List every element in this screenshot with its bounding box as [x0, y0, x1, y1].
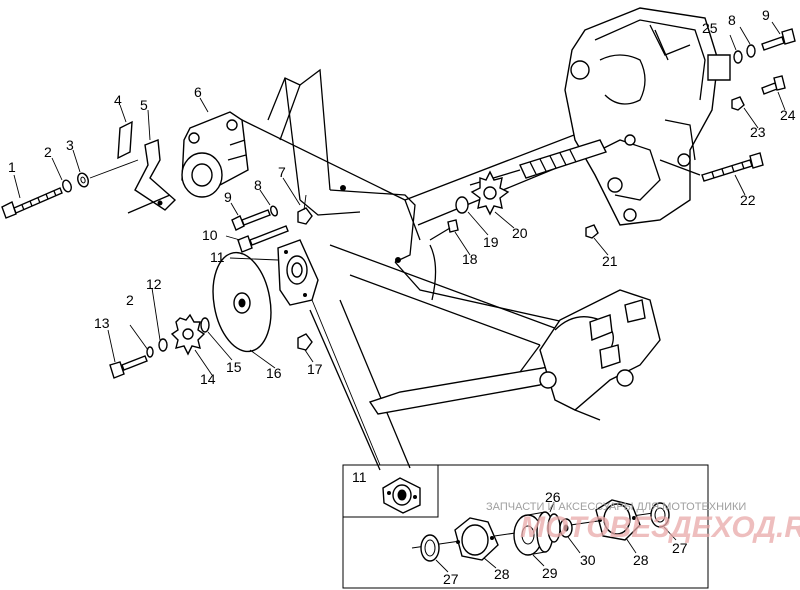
inset-callout-30: 30 — [580, 552, 596, 568]
nut-17 — [297, 333, 313, 351]
washer-3 — [77, 172, 89, 188]
foot-bracket — [368, 289, 661, 421]
callout-2: 2 — [44, 144, 52, 160]
washer-8-left — [270, 205, 278, 217]
callout-4: 4 — [114, 92, 122, 108]
washer-8-right — [746, 44, 756, 58]
watermark-logo: МОТОВЕЗДЕХОД.RU — [520, 511, 800, 544]
callout-16: 16 — [266, 365, 282, 381]
housing-6 — [181, 111, 249, 198]
callout-21: 21 — [602, 253, 618, 269]
nut-21 — [585, 224, 599, 239]
callout-8: 8 — [254, 177, 262, 193]
washer-25 — [733, 50, 743, 64]
callout-15: 15 — [226, 359, 242, 375]
bolt-22 — [701, 152, 764, 182]
bracket-5 — [134, 139, 177, 211]
bolt-18 — [429, 219, 459, 241]
nut-23 — [731, 96, 745, 111]
inset-detail: 11 — [342, 464, 800, 589]
leader-lines — [13, 21, 786, 466]
inset-callout-11: 11 — [352, 469, 367, 485]
washer-19 — [455, 196, 469, 214]
sprocket-14 — [170, 313, 206, 356]
bolt-9-left — [231, 209, 271, 231]
bolt-1 — [1, 187, 63, 219]
callout-9: 9 — [224, 189, 232, 205]
callout-18: 18 — [462, 251, 478, 267]
inset-callout-29: 29 — [542, 565, 558, 581]
disc-16 — [212, 251, 272, 353]
callout-10: 10 — [202, 227, 218, 243]
watermark-text: ЗАПЧАСТИ И АКСЕССУАРЫ ДЛЯ МОТОТЕХНИКИ — [486, 501, 746, 513]
callout-1: 1 — [8, 159, 16, 175]
callout-17: 17 — [307, 361, 323, 377]
callout-20: 20 — [512, 225, 528, 241]
bolt-9-right — [761, 28, 796, 51]
transmission-housing — [564, 7, 731, 226]
frame-structure — [237, 68, 601, 471]
lock-washer-2-lower — [146, 346, 154, 358]
inset-callout-28-right: 28 — [633, 552, 649, 568]
inset-housing-28-left — [454, 517, 499, 561]
bolt-24 — [761, 75, 786, 95]
bolt-13 — [109, 355, 148, 379]
callout-25: 25 — [702, 20, 718, 36]
washer-12 — [158, 338, 168, 352]
inset-seal-27-left — [420, 534, 440, 562]
inset-ring-30 — [559, 518, 573, 538]
callout-23: 23 — [750, 124, 766, 140]
inset-flange-11 — [382, 477, 421, 514]
nut-7 — [297, 207, 313, 225]
inset-callout-28-left: 28 — [494, 566, 510, 582]
callout-22: 22 — [740, 192, 756, 208]
callout-5: 5 — [140, 97, 148, 113]
inset-callout-26: 26 — [545, 489, 561, 505]
callout-2-lower: 2 — [126, 292, 134, 308]
inset-label-box — [342, 464, 439, 518]
sprocket-20 — [470, 170, 510, 216]
inset-callout-27-right: 27 — [672, 540, 688, 556]
callout-24: 24 — [780, 107, 796, 123]
bearing-flange-11 — [277, 239, 319, 306]
callout-8-right: 8 — [728, 12, 736, 28]
callout-9-right: 9 — [762, 7, 770, 23]
clip-15 — [200, 317, 210, 333]
callout-12: 12 — [146, 276, 162, 292]
inset-seal-27-right — [650, 502, 670, 528]
callout-6: 6 — [194, 84, 202, 100]
callout-7: 7 — [278, 164, 286, 180]
callout-labels: 1 2 3 4 5 6 7 8 9 10 11 12 13 2 14 15 16… — [8, 7, 796, 387]
inset-housing-28-right — [595, 499, 641, 541]
inset-callout-27-left: 27 — [443, 571, 459, 587]
callout-13: 13 — [94, 315, 110, 331]
callout-11: 11 — [210, 249, 225, 265]
output-shaft — [469, 139, 607, 186]
callout-19: 19 — [483, 234, 499, 250]
bolt-10 — [237, 225, 289, 253]
callout-14: 14 — [200, 371, 216, 387]
pad-4 — [117, 120, 133, 160]
lock-washer-2 — [62, 179, 72, 193]
callout-3: 3 — [66, 137, 74, 153]
inset-frame — [342, 464, 709, 589]
